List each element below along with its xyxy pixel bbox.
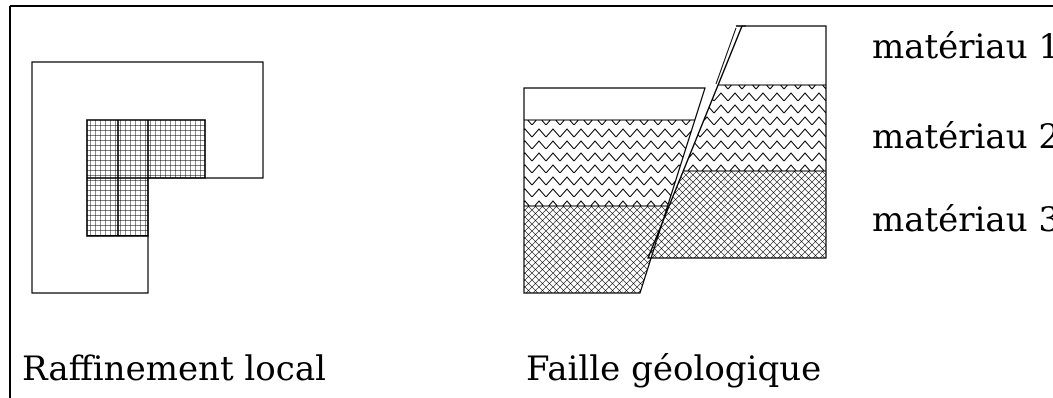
fault-gap-line xyxy=(715,27,737,85)
layer-material-1-right xyxy=(648,26,826,85)
geological-fault-diagram xyxy=(523,25,827,294)
legend-material-2: matériau 2 xyxy=(872,117,1053,157)
caption-local-refinement: Raffinement local xyxy=(22,349,326,389)
fault-line xyxy=(647,25,743,259)
layer-material-1-left xyxy=(524,88,705,120)
left-block-outline xyxy=(523,87,706,294)
legend-material-1: matériau 1 xyxy=(872,27,1053,67)
local-refinement-diagram xyxy=(31,61,264,294)
caption-geological-fault: Faille géologique xyxy=(526,349,822,389)
legend-material-3: matériau 3 xyxy=(872,200,1053,240)
